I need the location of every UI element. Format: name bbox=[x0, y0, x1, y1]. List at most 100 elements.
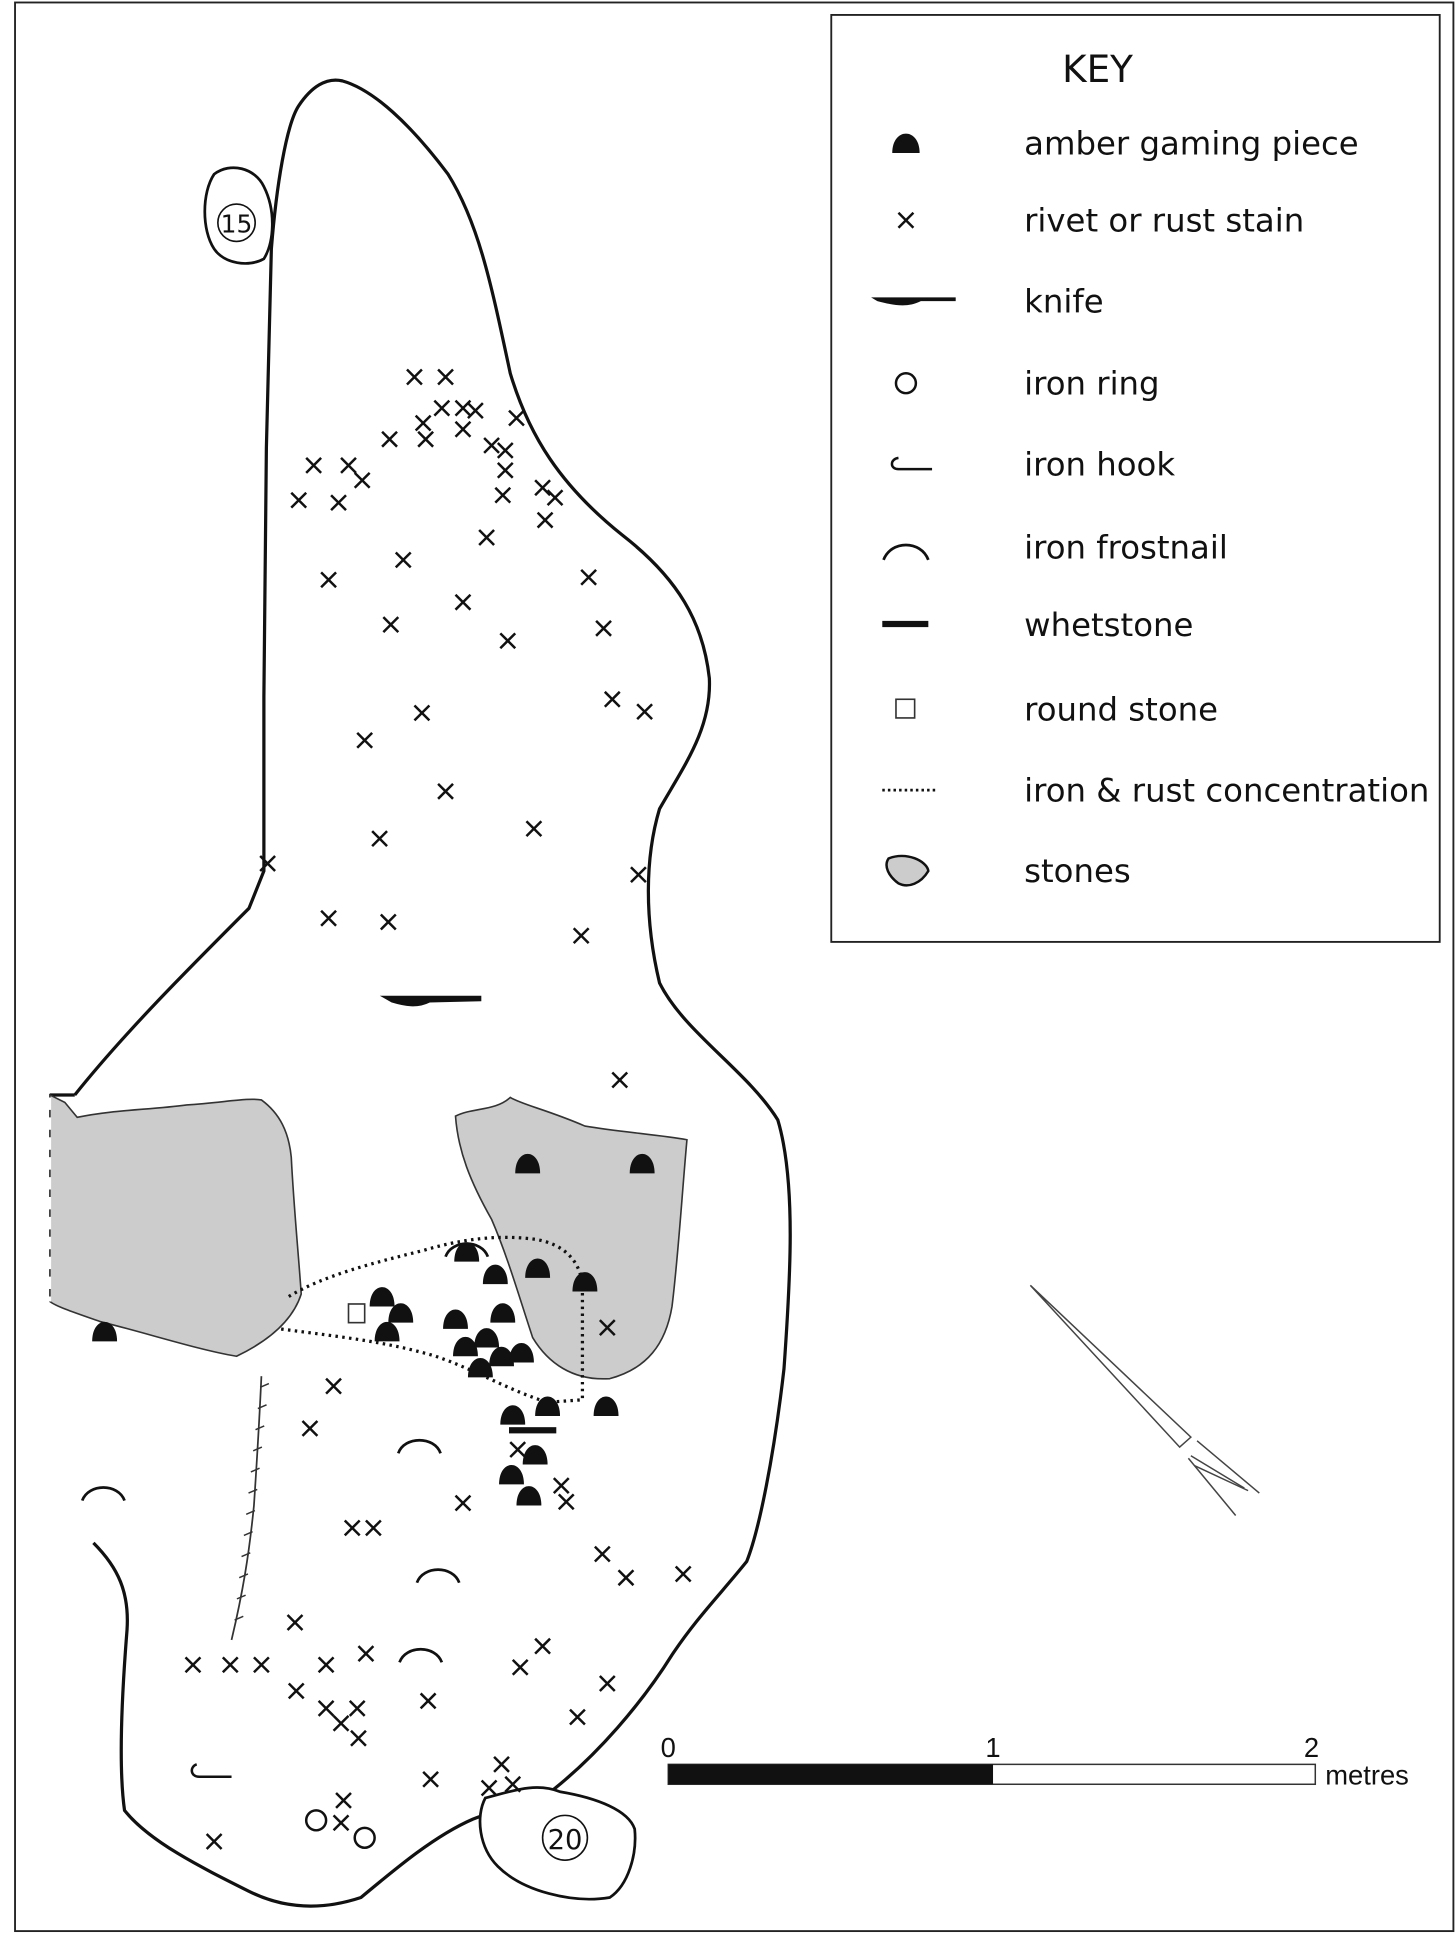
stone-right bbox=[454, 1096, 688, 1380]
rivet-or-rust-stain bbox=[413, 704, 431, 722]
rivet-or-rust-stain bbox=[305, 457, 323, 474]
rivet-or-rust-stain bbox=[454, 593, 472, 611]
amber-gaming-piece bbox=[388, 1303, 414, 1323]
rivet-or-rust-stain bbox=[317, 1700, 335, 1717]
amber-gaming-piece-icon bbox=[892, 133, 920, 154]
rivet-or-rust-stain bbox=[290, 491, 308, 509]
rivet-or-rust-stain bbox=[534, 479, 551, 497]
rivet-or-rust-stain bbox=[674, 1565, 692, 1583]
rivet-or-rust-stain bbox=[332, 1714, 350, 1732]
rivet-or-rust-stain bbox=[595, 620, 612, 637]
rivet-or-rust-stain bbox=[478, 529, 495, 546]
square-icon bbox=[895, 698, 916, 719]
amber-gaming-piece bbox=[525, 1258, 551, 1278]
rivet-or-rust-stain bbox=[593, 1545, 611, 1563]
key-item-label: iron frostnail bbox=[1024, 529, 1228, 567]
amber-gaming-piece bbox=[629, 1153, 655, 1174]
rivet-or-rust-stain bbox=[433, 399, 451, 417]
amber-gaming-piece bbox=[92, 1321, 118, 1342]
rivet-or-rust-stain bbox=[406, 368, 423, 386]
key-item: amber gaming piece bbox=[892, 124, 1359, 162]
scale-tick-1: 1 bbox=[985, 1732, 1000, 1763]
stone-20: 20 bbox=[478, 1786, 637, 1901]
key-item: knife bbox=[871, 282, 1104, 320]
stone-left bbox=[49, 1093, 303, 1358]
frostnail-icon bbox=[882, 543, 930, 561]
hachure-tick bbox=[248, 1488, 258, 1494]
scale-bar: 0 1 2 metres bbox=[661, 1732, 1409, 1790]
key-item: iron hook bbox=[890, 445, 1175, 483]
stone-15: 15 bbox=[203, 166, 274, 265]
hook-icon bbox=[890, 456, 933, 471]
rivet-or-rust-stain bbox=[572, 927, 590, 945]
iron-rust-concentration-outline bbox=[279, 1235, 585, 1404]
rivet-or-rust-stain bbox=[617, 1569, 635, 1587]
knife bbox=[379, 995, 482, 1007]
rivet-or-rust-stain bbox=[382, 616, 400, 633]
iron-frostnail bbox=[396, 1439, 442, 1454]
iron-frostnail bbox=[415, 1568, 461, 1584]
key-item: rivet or rust stain bbox=[897, 201, 1304, 239]
key-item: stones bbox=[885, 852, 1131, 890]
rivet-or-rust-stain bbox=[480, 1779, 498, 1797]
hachure-tick bbox=[234, 1615, 244, 1621]
rivet-or-rust-stain bbox=[552, 1477, 570, 1494]
rivet-or-rust-stain bbox=[454, 1494, 472, 1512]
amber-gaming-piece bbox=[522, 1445, 548, 1465]
rivet-or-rust-stain bbox=[483, 437, 500, 454]
rivet-or-rust-stain bbox=[536, 511, 554, 529]
ring-icon bbox=[894, 372, 918, 395]
key-item-label: round stone bbox=[1024, 690, 1218, 728]
round-stone bbox=[347, 1303, 366, 1324]
rivet-or-rust-stain bbox=[379, 913, 397, 931]
amber-gaming-piece bbox=[369, 1287, 395, 1307]
grave-outline bbox=[73, 78, 792, 1908]
amber-gaming-piece bbox=[489, 1346, 514, 1367]
key-item-label: amber gaming piece bbox=[1024, 124, 1359, 162]
amber-gaming-piece bbox=[509, 1343, 534, 1363]
rivet-or-rust-stain bbox=[184, 1656, 202, 1674]
rivet-or-rust-stain bbox=[348, 1700, 366, 1717]
rivet-or-rust-stain bbox=[534, 1637, 551, 1655]
rivet-or-rust-stain bbox=[330, 494, 347, 512]
rivet-or-rust-stain bbox=[467, 402, 484, 419]
cross-icon bbox=[897, 211, 915, 229]
key-item-label: iron hook bbox=[1024, 445, 1175, 483]
rivet-or-rust-stain bbox=[350, 1729, 367, 1747]
rivet-or-rust-stain bbox=[546, 489, 564, 507]
amber-gaming-piece bbox=[453, 1336, 478, 1357]
rivet-or-rust-stain bbox=[494, 486, 512, 504]
rivet-or-rust-stain bbox=[611, 1071, 629, 1089]
amber-gaming-piece bbox=[572, 1272, 598, 1292]
amber-gaming-piece bbox=[515, 1153, 541, 1174]
whetstone-icon bbox=[882, 620, 929, 628]
amber-gaming-piece-icon bbox=[892, 133, 920, 154]
rivet-or-rust-stain bbox=[598, 1319, 616, 1336]
rivet-or-rust-stain bbox=[356, 731, 374, 749]
rivet-or-rust-stain bbox=[509, 1441, 527, 1458]
rivet-or-rust-stain bbox=[437, 783, 454, 800]
hachure-tick bbox=[241, 1552, 251, 1558]
rivet-or-rust-stain bbox=[325, 1377, 342, 1395]
rivet-or-rust-stain bbox=[287, 1682, 305, 1700]
rivet-or-rust-stain bbox=[414, 414, 432, 432]
scale-tick-0: 0 bbox=[661, 1732, 676, 1763]
rivet-or-rust-stain bbox=[499, 632, 517, 650]
hachure-tick bbox=[238, 1573, 249, 1579]
hachure-tick bbox=[252, 1446, 263, 1452]
scale-unit: metres bbox=[1325, 1759, 1409, 1790]
rivet-or-rust-stain bbox=[381, 430, 398, 448]
iron-frostnail bbox=[444, 1242, 490, 1258]
amber-gaming-piece bbox=[490, 1303, 516, 1323]
key-item-label: iron ring bbox=[1024, 364, 1159, 402]
amber-gaming-piece bbox=[474, 1328, 500, 1348]
hachure-tick bbox=[257, 1404, 267, 1410]
key-item: iron frostnail bbox=[882, 529, 1228, 567]
rivet-or-rust-stain bbox=[508, 409, 525, 427]
key-item: round stone bbox=[895, 690, 1218, 728]
hachure-tick bbox=[250, 1467, 260, 1473]
rivet-or-rust-stain bbox=[253, 1656, 270, 1674]
amber-gaming-piece bbox=[443, 1309, 468, 1329]
hachure-tick bbox=[236, 1594, 246, 1600]
